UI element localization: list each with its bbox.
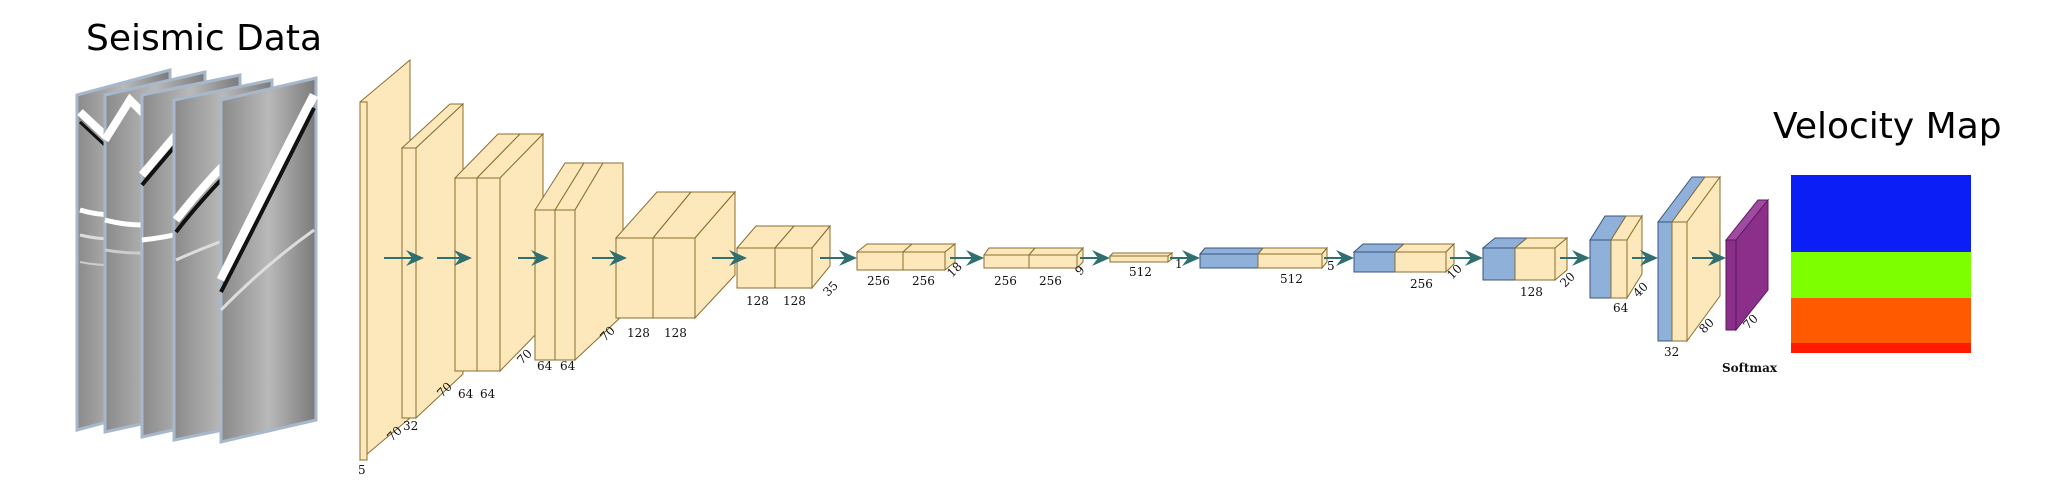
layer-bottleneck: 1 512 [1108, 252, 1183, 279]
velocity-band-green [1791, 252, 1971, 298]
layer-deconv1: 5 512 [1198, 246, 1335, 286]
layer-output-softmax: 70 Softmax [1722, 198, 1778, 375]
velocity-band-red [1791, 343, 1971, 353]
layer-label: 128 [627, 326, 650, 340]
layer-deconv2: 10 256 [1352, 242, 1465, 291]
layer-conv2: 70 64 64 [434, 132, 545, 401]
seismic-panels [75, 68, 319, 444]
layer-conv3: 70 64 64 [514, 162, 624, 373]
seismic-panel [216, 76, 319, 444]
layer-label: 64 [537, 359, 553, 373]
layer-deconv3: 20 128 [1481, 236, 1578, 299]
layer-label: 256 [867, 274, 890, 288]
layer-label: 1 [1175, 257, 1183, 271]
layer-conv4: 70 128 128 [597, 190, 737, 344]
layer-label: 64 [458, 387, 474, 401]
layer-label: 32 [403, 419, 418, 433]
layer-label: 128 [783, 294, 806, 308]
layer-conv5: 35 128 128 [735, 224, 841, 308]
velocity-map-title: Velocity Map [1773, 106, 2002, 147]
layer-label: 256 [1410, 277, 1433, 291]
layer-label: 256 [994, 274, 1017, 288]
velocity-band-blue [1791, 175, 1971, 252]
layer-label: 64 [480, 387, 496, 401]
layer-label: 256 [912, 274, 935, 288]
layer-label: 35 [820, 278, 841, 299]
layer-label: 64 [560, 359, 576, 373]
softmax-label: Softmax [1722, 361, 1778, 375]
layer-conv7: 9 256 256 [983, 246, 1088, 288]
layer-label: 256 [1039, 274, 1062, 288]
layer-label: 512 [1280, 272, 1303, 286]
layer-label: 5 [358, 463, 366, 477]
layer-label: 128 [664, 326, 687, 340]
layer-label: 512 [1129, 265, 1152, 279]
layer-conv6: 18 256 256 [855, 242, 965, 288]
layer-label: 5 [1327, 259, 1335, 273]
layer-label: 32 [1664, 345, 1679, 359]
layer-deconv5: 80 32 [1656, 175, 1721, 359]
layer-label: 9 [1072, 263, 1087, 278]
velocity-band-orange [1791, 298, 1971, 343]
layer-label: 128 [1520, 285, 1543, 299]
layer-label: 128 [746, 294, 769, 308]
layer-deconv4: 40 64 [1589, 214, 1651, 315]
layer-label: 64 [1613, 301, 1629, 315]
layer-conv1: 32 [400, 102, 465, 433]
seismic-data-title: Seismic Data [86, 18, 323, 59]
